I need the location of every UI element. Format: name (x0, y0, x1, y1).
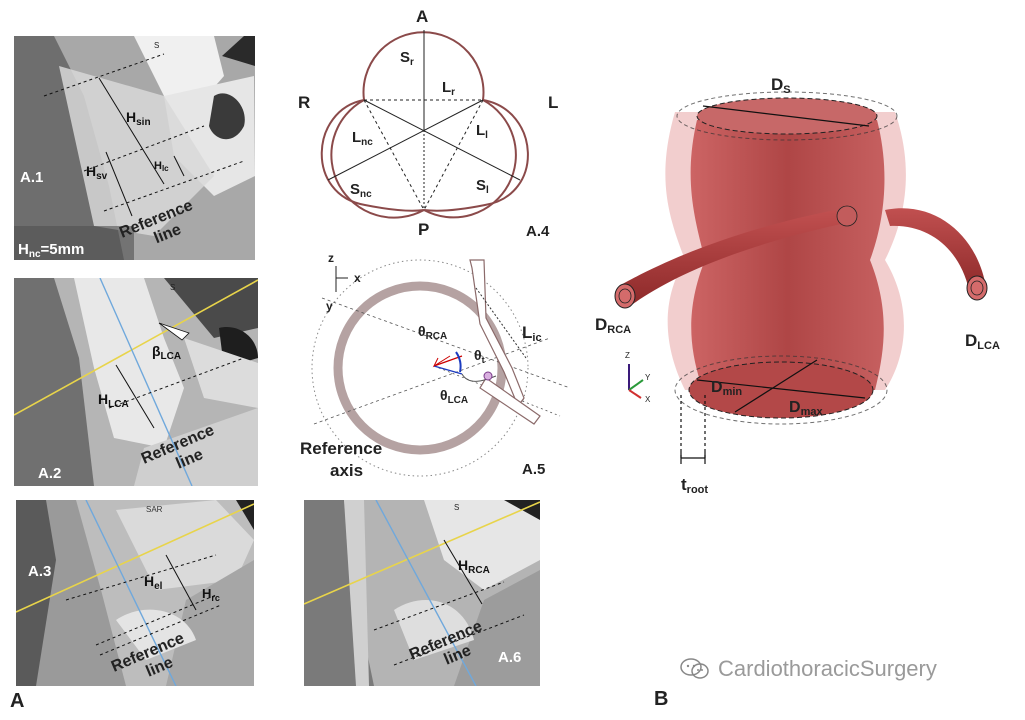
angle-schematic: z x y θRCA θt θLCA Lic Reference axis A.… (300, 251, 571, 480)
corner-s-a2: S (170, 283, 175, 292)
svg-text:Hlc: Hlc (154, 160, 169, 173)
svg-text:DS: DS (771, 75, 791, 96)
panel-a1: S Hsin Hsv Hlc Reference line A.1 Hnc=5m… (14, 36, 255, 260)
valve-schematic: A R L P Sr Lr Lnc Ll Snc Sl A.4 (298, 7, 558, 240)
svg-text:Lr: Lr (442, 79, 455, 98)
tag-a3: A.3 (28, 563, 51, 580)
axis-x-a5: x (354, 271, 361, 285)
h-rca-label: H (458, 557, 468, 573)
svg-text:Sr: Sr (400, 49, 414, 68)
svg-text:Dmin: Dmin (711, 379, 742, 398)
drca-label: D (595, 315, 607, 334)
tag-a5: A.5 (522, 461, 545, 478)
ct-image-a1: S Hsin Hsv Hlc Reference line A.1 Hnc=5m… (14, 36, 255, 260)
panel-a2: S βLCA HLCA Reference line A.2 (14, 278, 258, 486)
h-rc-label: H (202, 586, 211, 601)
tag-a1: A.1 (20, 169, 43, 186)
panel-a4: A R L P Sr Lr Lnc Ll Snc Sl A.4 (290, 0, 580, 245)
lic-label: L (522, 323, 532, 342)
axis-z-a5: z (328, 251, 334, 265)
theta-lca-label: θ (440, 387, 448, 403)
svg-text:Hel: Hel (144, 573, 163, 592)
aortic-root-3d: Z Y X DS DRCA DLCA Dmin Dmax troot (595, 75, 1000, 496)
svg-text:Hrc: Hrc (202, 586, 220, 603)
ref-axis-1: Reference (300, 439, 382, 458)
dmax-label: D (789, 399, 801, 416)
axis-z-b: Z (625, 351, 630, 360)
wechat-icon (680, 658, 710, 680)
ds-label: D (771, 75, 783, 94)
svg-text:Lnc: Lnc (352, 129, 373, 148)
theta-rca-label: θ (418, 323, 426, 339)
h-lc-label: H (154, 160, 162, 172)
label-a-top: A (416, 7, 428, 26)
watermark: CardiothoracicSurgery (680, 656, 937, 682)
h-sv-label: H (86, 163, 96, 179)
beta-lca-label: β (152, 343, 161, 359)
h-el-label: H (144, 573, 154, 589)
svg-text:Lic: Lic (522, 323, 542, 344)
svg-text:HRCA: HRCA (458, 557, 490, 576)
h-lca-label: H (98, 391, 108, 407)
axis-y-a5: y (326, 299, 333, 313)
svg-text:DRCA: DRCA (595, 315, 631, 336)
ct-image-a3: SAR Hel Hrc Reference line A.3 (16, 500, 254, 686)
svg-text:troot: troot (681, 475, 708, 496)
panel-a3: SAR Hel Hrc Reference line A.3 (16, 500, 254, 686)
corner-s-a6: S (454, 503, 459, 512)
tag-a4: A.4 (526, 223, 550, 240)
svg-text:Dmax: Dmax (789, 399, 823, 418)
dmin-label: D (711, 379, 723, 396)
label-r-left: R (298, 93, 310, 112)
hnc-label: H (18, 241, 29, 258)
svg-text:Ll: Ll (476, 122, 488, 141)
panel-a6: S HRCA Reference line A.6 (304, 500, 540, 686)
tag-a6: A.6 (498, 649, 521, 666)
a3-header: SAR (146, 505, 163, 514)
troot-label: t (681, 475, 687, 494)
axis-y-b: Y (645, 373, 651, 382)
svg-text:DLCA: DLCA (965, 331, 1000, 352)
dlca-label: D (965, 331, 977, 350)
svg-text:Hnc=5mm: Hnc=5mm (18, 241, 84, 260)
panel-a-label: A (10, 690, 25, 712)
svg-text:Hsin: Hsin (126, 109, 151, 128)
ref-axis-2: axis (330, 461, 363, 480)
panel-a5: z x y θRCA θt θLCA Lic Reference axis A.… (290, 248, 580, 488)
tag-a2: A.2 (38, 465, 61, 482)
svg-text:Hsv: Hsv (86, 163, 108, 182)
svg-text:βLCA: βLCA (152, 343, 181, 362)
h-sin-label: H (126, 109, 136, 125)
axis-x-b: X (645, 395, 651, 404)
label-l-right: L (548, 93, 558, 112)
panel-b: Z Y X DS DRCA DLCA Dmin Dmax troot (585, 60, 1025, 520)
svg-text:Sl: Sl (476, 177, 489, 196)
svg-text:HLCA: HLCA (98, 391, 129, 410)
svg-text:θt: θt (474, 347, 485, 365)
watermark-text: CardiothoracicSurgery (718, 656, 937, 681)
theta-t-label: θ (474, 347, 482, 363)
label-p-bottom: P (418, 220, 429, 239)
svg-text:θLCA: θLCA (440, 387, 468, 406)
svg-text:θRCA: θRCA (418, 323, 447, 342)
svg-text:Snc: Snc (350, 181, 372, 200)
ct-image-a2: S βLCA HLCA Reference line A.2 (14, 278, 258, 486)
corner-s-a1: S (154, 41, 159, 50)
panel-b-label: B (654, 688, 669, 710)
ct-image-a6: S HRCA Reference line A.6 (304, 500, 540, 686)
